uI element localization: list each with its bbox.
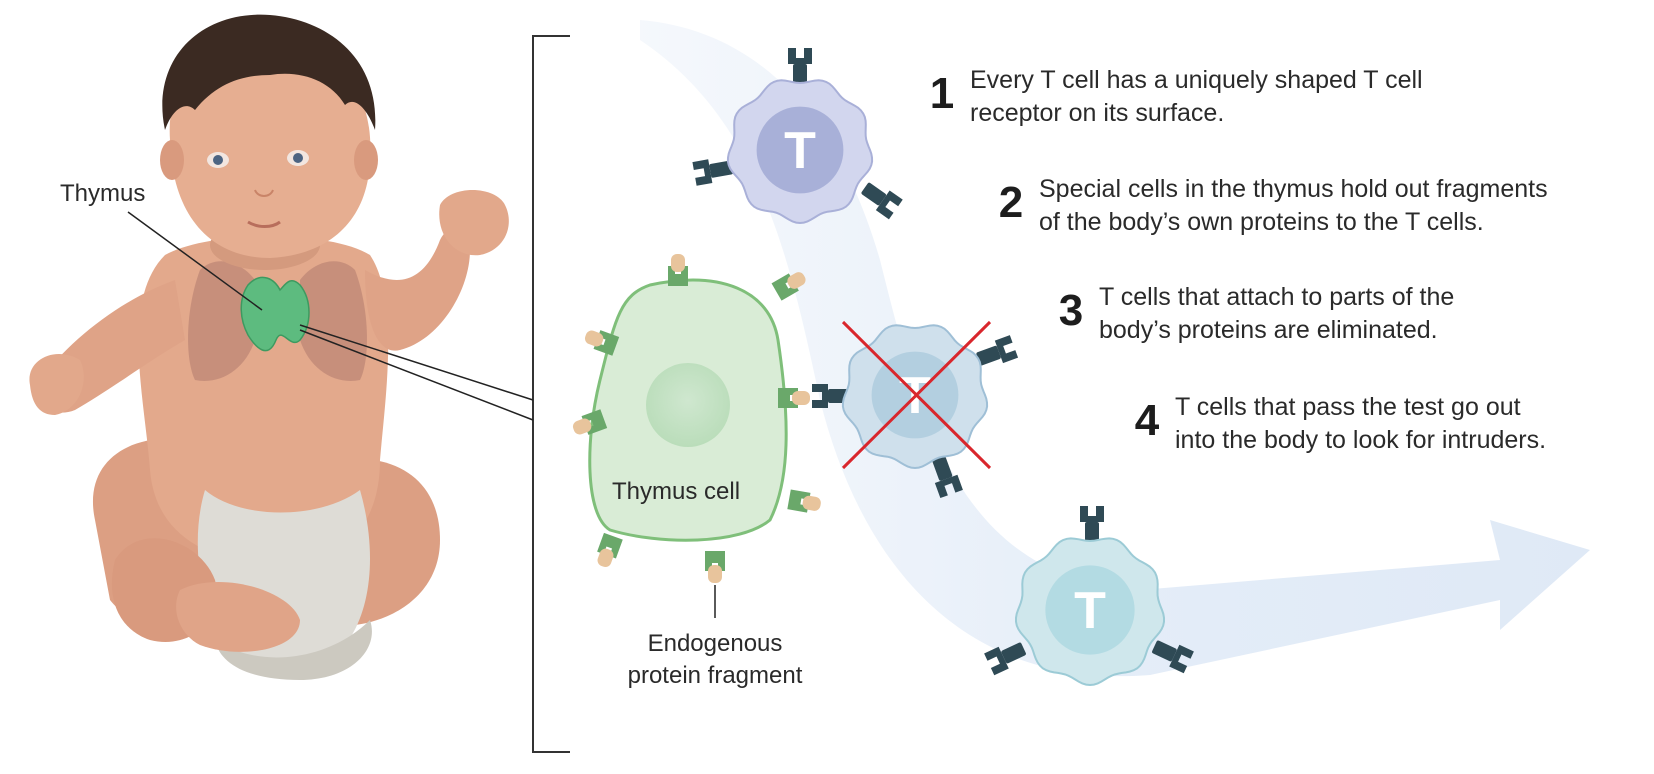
mhc-fragment-4: [572, 409, 608, 435]
zoom-bracket: [532, 35, 570, 753]
step-4-text: T cells that pass the test go out into t…: [1175, 391, 1546, 457]
endogenous-label-line2: protein fragment: [627, 662, 803, 689]
step-2: 2 Special cells in the thymus hold out f…: [997, 173, 1548, 239]
step-3-text: T cells that attach to parts of the body…: [1099, 281, 1454, 347]
lungs: [188, 261, 255, 381]
step-1-text: Every T cell has a uniquely shaped T cel…: [970, 64, 1423, 130]
baby-illustration: [29, 14, 509, 680]
zoom-line-upper: [299, 324, 534, 401]
thymus-leader-line: [127, 211, 263, 311]
step-2-line2: of the body’s own proteins to the T cell…: [1039, 208, 1484, 236]
mhc-fragment-7: [597, 532, 623, 568]
step-3-line1: T cells that attach to parts of the: [1099, 283, 1455, 311]
step-2-number: 2: [998, 178, 1024, 227]
flow-arrow-band: [640, 20, 1590, 677]
t-cell-1-receptor-3: [861, 182, 903, 220]
t-cell-3: T: [984, 506, 1194, 687]
t-cell-1-letter: T: [784, 122, 816, 180]
endogenous-label-line1: Endogenous: [647, 630, 783, 657]
step-3: 3 T cells that attach to parts of the bo…: [1057, 281, 1455, 347]
step-1: 1 Every T cell has a uniquely shaped T c…: [928, 64, 1423, 130]
step-2-line1: Special cells in the thymus hold out fra…: [1039, 175, 1548, 203]
t-cell-1-receptor-1: [788, 48, 812, 86]
step-4: 4 T cells that pass the test go out into…: [1133, 391, 1546, 457]
t-cell-3-letter: T: [1074, 582, 1106, 640]
t-cell-3-receptor-3: [1152, 640, 1194, 674]
t-cell-1-nucleus: [756, 106, 844, 194]
t-cell-1-receptor-2: [692, 159, 733, 186]
hair: [162, 14, 376, 130]
t-cell-3-receptor-2: [984, 642, 1026, 676]
t-cell-3-nucleus: [1045, 565, 1135, 655]
endogenous-fragment-label: Endogenous protein fragment: [590, 628, 840, 692]
step-3-line2: body’s proteins are eliminated.: [1099, 316, 1438, 344]
mhc-fragment-1: [668, 254, 688, 286]
step-3-number: 3: [1058, 286, 1084, 335]
t-cell-2-receptor-2: [976, 335, 1019, 366]
step-2-text: Special cells in the thymus hold out fra…: [1039, 173, 1548, 239]
t-cell-1: T: [692, 48, 903, 225]
elimination-cross: [841, 320, 992, 470]
mhc-fragment-6: [787, 489, 821, 513]
zoom-line-lower: [299, 329, 534, 421]
step-1-line1: Every T cell has a uniquely shaped T cel…: [970, 66, 1423, 94]
step-4-number: 4: [1134, 396, 1160, 445]
thymus-cell-nucleus: [646, 363, 730, 447]
mhc-fragment-3: [584, 330, 620, 356]
thymus-label: Thymus: [60, 180, 146, 207]
mhc-protein-fragments: [572, 254, 821, 583]
t-cell-2-receptor-3: [932, 456, 963, 499]
step-1-number: 1: [929, 69, 955, 118]
step-4-line1: T cells that pass the test go out: [1175, 393, 1521, 421]
step-1-line2: receptor on its surface.: [970, 99, 1225, 127]
mhc-fragment-2: [771, 272, 806, 301]
step-4-line2: into the body to look for intruders.: [1175, 426, 1547, 454]
mhc-fragment-5: [778, 388, 810, 408]
t-cell-3-receptor-1: [1080, 506, 1104, 544]
thymus-organ: [240, 276, 310, 352]
thymus-cell-label: Thymus cell: [612, 478, 741, 505]
thymus-cell: [588, 278, 788, 542]
mhc-fragment-8: [705, 551, 725, 583]
